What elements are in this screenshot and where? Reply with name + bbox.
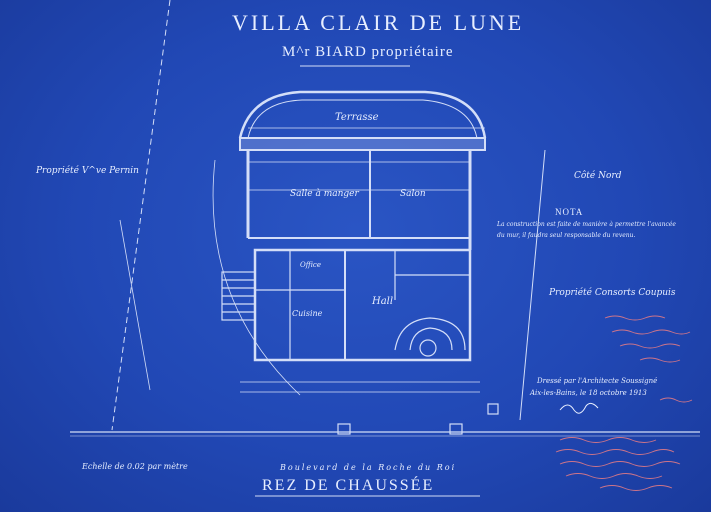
scale-note: Echelle de 0.02 par mètre [82,462,188,471]
note-heading: NOTA [555,207,584,217]
signature-line2: Aix-les-Bains, le 18 octobre 1913 [530,389,647,397]
room-label-dining: Salle à manger [290,189,359,199]
sheet-title: VILLA CLAIR DE LUNE [232,10,525,35]
floor-title: REZ DE CHAUSSÉE [262,477,435,494]
note-text-line2: du mur, il faudra seul responsable du re… [497,232,636,239]
room-label-cuisine: Cuisine [292,309,323,318]
neighbor-east: Propriété Consorts Coupuis [549,288,676,298]
orientation-north: Côté Nord [574,171,622,181]
neighbor-west: Propriété V^ve Pernin [36,166,139,176]
note-text-line1: La construction est faite de manière à p… [497,221,676,228]
street-name: Boulevard de la Roche du Roi [280,463,457,472]
room-label-office: Office [300,261,321,269]
room-label-hall: Hall [372,296,394,307]
room-label-terrace: Terrasse [335,112,379,123]
owner-subtitle: M^r BIARD propriétaire [282,44,454,60]
signature-line1: Dressé par l'Architecte Soussigné [537,377,658,385]
room-label-salon: Salon [400,189,426,199]
